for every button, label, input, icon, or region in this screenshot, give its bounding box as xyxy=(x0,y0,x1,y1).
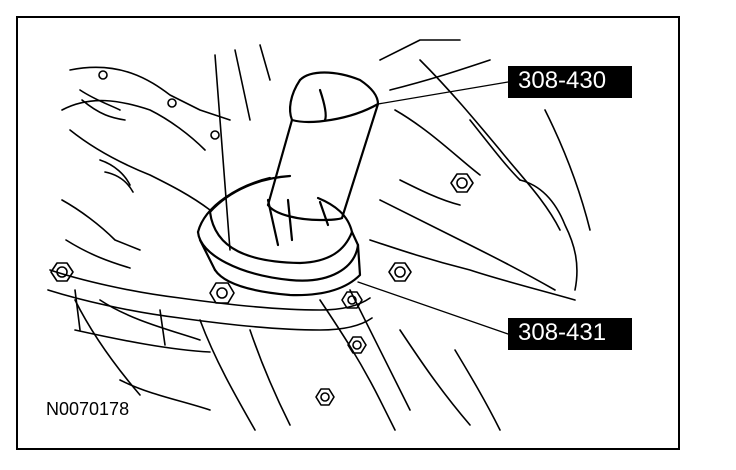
callout-label-308-431: 308-431 xyxy=(508,318,632,350)
callout-label-308-430: 308-430 xyxy=(508,66,632,98)
leader-lines xyxy=(357,81,509,335)
bolt-heads xyxy=(50,70,474,406)
adapter-308-431 xyxy=(196,174,362,297)
transmission-housing xyxy=(47,39,591,431)
installer-308-430 xyxy=(266,71,380,222)
figure-id-label: N0070178 xyxy=(46,399,130,419)
